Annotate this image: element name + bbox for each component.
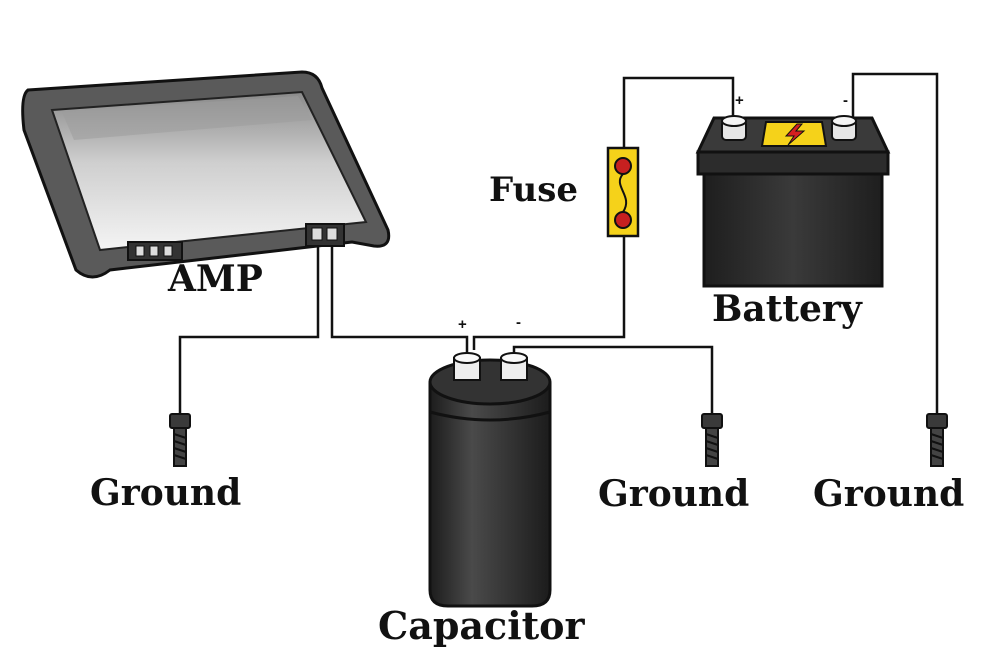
wires [178, 72, 939, 420]
capacitor-top [428, 358, 552, 406]
battery-terminal-negative [831, 115, 857, 141]
capacitor-negative-mark: - [516, 314, 521, 331]
capacitor-label: Capacitor [378, 603, 585, 648]
ground-bolt-right [926, 413, 948, 467]
capacitor-band [429, 410, 551, 422]
battery-negative-mark: - [843, 92, 848, 109]
capacitor-body [428, 382, 552, 608]
battery-terminal-positive [721, 115, 747, 141]
battery-label: Battery [712, 288, 862, 330]
wire-capacitor-negative-to-ground [512, 345, 714, 418]
capacitor [428, 352, 552, 608]
wire-amp-to-capacitor-positive [330, 238, 469, 360]
wire-battery-negative-to-ground [851, 72, 939, 418]
fuse [606, 146, 640, 238]
ground-left-label: Ground [90, 472, 242, 514]
fuse-contact-bottom [614, 211, 632, 229]
amp-label: AMP [168, 258, 263, 300]
wire-amp-to-ground [178, 238, 320, 420]
battery-positive-mark: + [735, 92, 744, 109]
amp-connector-right [305, 223, 345, 247]
battery-lid [696, 150, 890, 176]
ground-bolt-middle [701, 413, 723, 467]
capacitor-positive-mark: + [458, 316, 467, 333]
lightning-icon [784, 123, 806, 146]
battery-body [702, 172, 884, 288]
amp-connector-left [127, 241, 183, 261]
fuse-label: Fuse [489, 170, 579, 210]
capacitor-terminal-negative [500, 352, 528, 381]
fuse-filament [618, 173, 628, 213]
ground-middle-label: Ground [598, 473, 750, 515]
ground-bolt-left [169, 413, 191, 467]
wire-capacitor-positive-to-fuse [472, 236, 626, 350]
wire-fuse-to-battery-positive [622, 76, 735, 152]
fuse-contact-top [614, 157, 632, 175]
battery-warning-label [760, 121, 828, 147]
battery [695, 115, 891, 288]
ground-right-label: Ground [813, 473, 965, 515]
capacitor-terminal-positive [453, 352, 481, 381]
amp [21, 70, 391, 279]
